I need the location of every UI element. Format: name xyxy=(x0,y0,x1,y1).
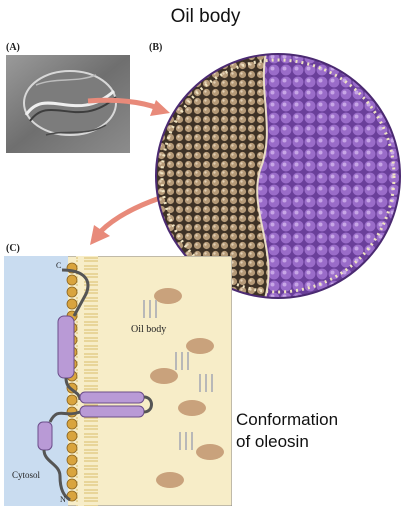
panel-c-label: (C) xyxy=(6,243,20,254)
cytosol-label: Cytosol xyxy=(12,470,41,480)
oil-body-label: Oil body xyxy=(131,324,166,335)
panel-c-diagram: Oil body Cytosol C N xyxy=(4,256,232,506)
arrow-a-to-b xyxy=(87,97,159,111)
conformation-caption: Conformation of oleosin xyxy=(236,409,338,453)
arrow-b-to-c-head xyxy=(90,225,110,245)
lipid-tails xyxy=(76,256,98,506)
cytosol-region xyxy=(4,256,68,506)
c-terminus-label: C xyxy=(56,261,61,270)
panel-b-label: (B) xyxy=(149,42,163,53)
caption-line-2: of oleosin xyxy=(236,432,309,451)
caption-line-1: Conformation xyxy=(236,410,339,429)
oleosin-protein xyxy=(37,268,153,502)
oil-body-sphere xyxy=(155,53,401,299)
panel-a-label: (A) xyxy=(6,42,20,53)
figure-title: Oil body xyxy=(170,6,241,27)
arrow-b-to-c xyxy=(98,195,161,234)
lipid-molecules xyxy=(143,288,224,488)
arrow-a-to-b-head xyxy=(150,100,170,116)
panel-a-micrograph xyxy=(6,55,130,153)
n-terminus-label: N xyxy=(60,495,66,504)
